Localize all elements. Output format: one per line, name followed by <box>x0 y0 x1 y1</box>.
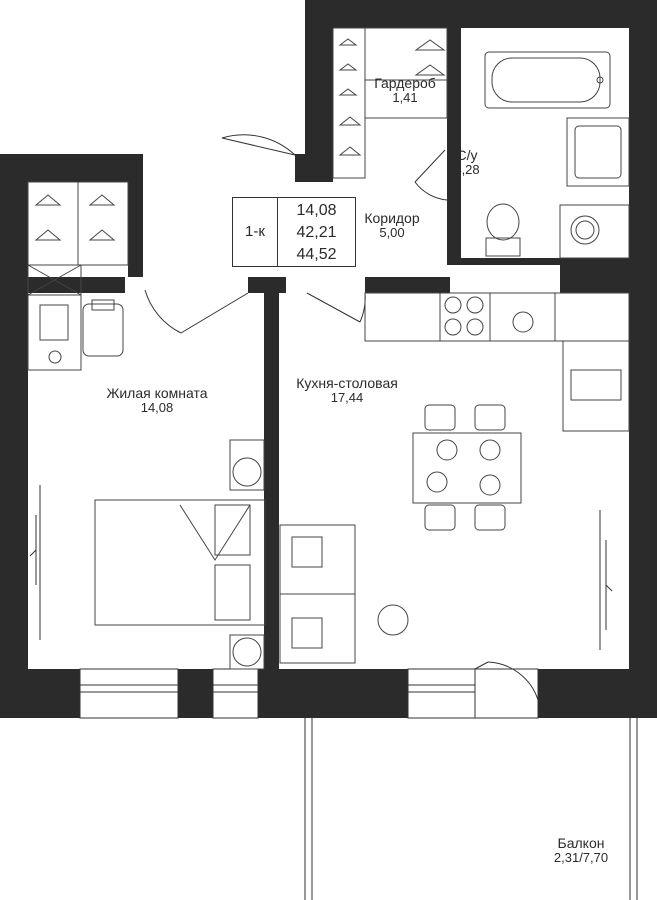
room-name: Гардероб <box>374 75 436 91</box>
room-label-corridor: Коридор 5,00 <box>352 210 432 241</box>
room-name: Балкон <box>557 835 605 851</box>
room-name: Жилая комната <box>106 385 208 401</box>
wardrobe-furniture <box>332 27 448 179</box>
bathroom-fixtures <box>484 51 630 259</box>
apartment-type-box: 1-к <box>232 197 278 267</box>
windows <box>79 668 539 719</box>
room-name: Кухня-столовая <box>296 375 398 391</box>
room-label-balcony: Балкон 2,31/7,70 <box>536 835 626 866</box>
room-area: 14,08 <box>140 400 174 416</box>
room-label-kitchen: Кухня-столовая 17,44 <box>283 375 411 406</box>
doors <box>29 134 613 701</box>
room-area: 4,28 <box>454 162 480 178</box>
room-area: 17,44 <box>330 390 364 406</box>
apartment-areas-box: 14,08 42,21 44,52 <box>278 197 356 267</box>
room-name: Коридор <box>364 210 420 226</box>
room-area: 5,00 <box>379 225 405 241</box>
room-label-bathroom: С/у 4,28 <box>442 147 492 178</box>
total-with-balcony-value: 44,52 <box>296 246 337 263</box>
living-furniture <box>27 181 266 670</box>
living-area-value: 14,08 <box>296 202 337 219</box>
room-label-living: Жилая комната 14,08 <box>92 385 222 416</box>
room-name: С/у <box>456 147 478 163</box>
balcony-outline <box>304 718 638 900</box>
room-area: 1,41 <box>392 90 418 106</box>
total-area-value: 42,21 <box>296 224 337 241</box>
room-label-wardrobe: Гардероб 1,41 <box>362 75 448 106</box>
room-area: 2,31/7,70 <box>553 850 609 866</box>
apartment-type: 1-к <box>245 223 265 240</box>
kitchen-furniture <box>279 292 630 664</box>
